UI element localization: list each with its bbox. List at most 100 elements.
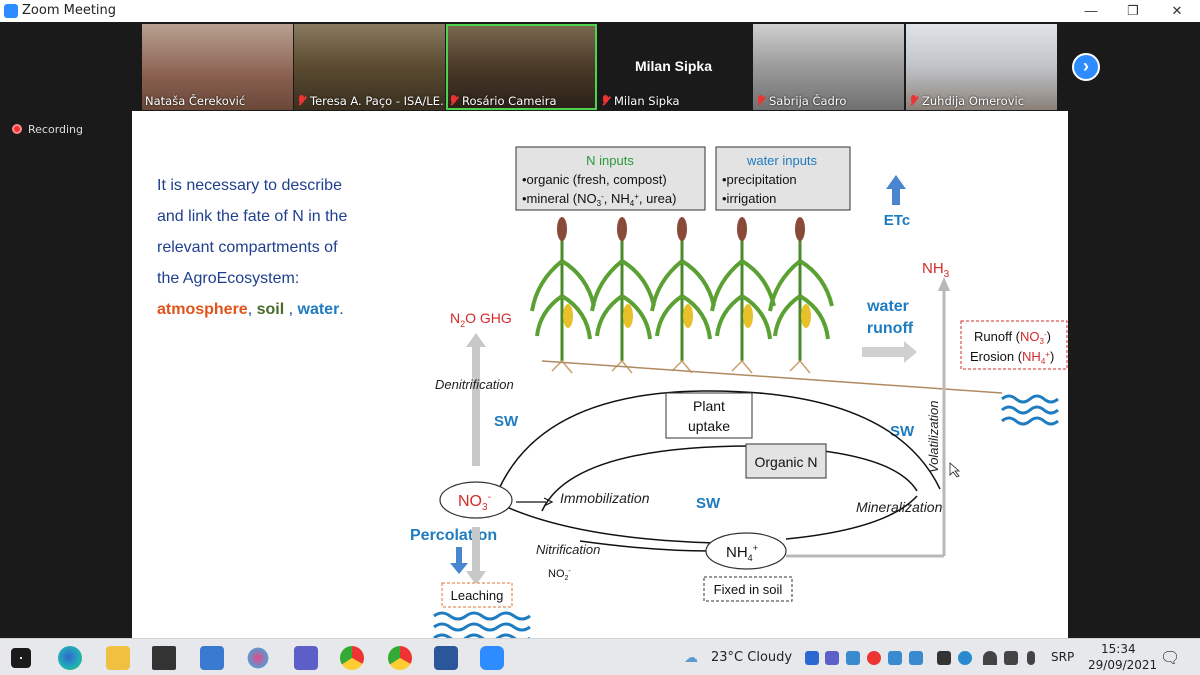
mic-muted-icon — [756, 95, 765, 106]
window-titlebar: Zoom Meeting — ❐ ✕ — [0, 0, 1200, 22]
participant-tile-active-speaker[interactable]: Rosário Cameira — [446, 24, 597, 110]
nitrogen-cycle-diagram: N inputs •organic (fresh, compost) •mine… — [410, 146, 1068, 638]
teams-tray-icon[interactable] — [825, 651, 839, 665]
runoff-arrow-icon — [862, 341, 917, 363]
participant-tile[interactable]: Sabrija Čadro — [753, 24, 904, 110]
water-waves-icon — [1001, 394, 1059, 426]
zoom-taskbar-icon[interactable] — [480, 646, 504, 670]
maize-plants-icon — [530, 217, 834, 374]
onedrive-icon[interactable] — [846, 651, 860, 665]
notifications-icon[interactable]: 🗨 — [1160, 648, 1181, 667]
svg-text:Organic N: Organic N — [754, 454, 817, 470]
snipping-tool-icon[interactable] — [246, 646, 270, 670]
svg-text:Mineralization: Mineralization — [856, 499, 943, 515]
svg-text:water: water — [866, 298, 909, 315]
participant-name: Teresa A. Paço - ISA/LE... — [297, 94, 445, 108]
svg-text:NO2-: NO2- — [548, 568, 571, 582]
clock-date[interactable]: 29/09/2021 — [1088, 658, 1158, 672]
next-participants-button[interactable]: › — [1072, 53, 1100, 81]
slide-intro-text: It is necessary to describe and link the… — [157, 177, 348, 318]
restore-icon[interactable]: ❐ — [1127, 3, 1139, 18]
meeting-stage: Nataša Čereković Teresa A. Paço - ISA/LE… — [0, 22, 1200, 638]
weather-text[interactable]: 23°C Cloudy — [711, 650, 793, 665]
close-icon[interactable]: ✕ — [1171, 3, 1183, 18]
plant-uptake-box — [665, 392, 753, 439]
file-explorer-icon[interactable] — [106, 646, 130, 670]
tray-app-icon[interactable] — [888, 651, 902, 665]
participant-name: Zuhdija Omerovic — [909, 94, 1024, 108]
participant-tile[interactable]: Teresa A. Paço - ISA/LE... — [294, 24, 445, 110]
percolation-arrow-icon — [450, 547, 468, 574]
volume-icon[interactable] — [1004, 651, 1018, 665]
n-inputs-title: N inputs — [586, 153, 634, 168]
leaching-box — [441, 582, 513, 608]
mic-muted-icon — [297, 95, 306, 106]
etc-arrow-icon — [886, 175, 906, 205]
participant-tile[interactable]: Zuhdija Omerovic — [906, 24, 1057, 110]
chrome-icon[interactable] — [340, 646, 364, 670]
shared-slide: It is necessary to describe and link the… — [132, 111, 1068, 638]
teams-icon[interactable] — [294, 646, 318, 670]
battery-icon[interactable] — [937, 651, 951, 665]
participant-name: Nataša Čereković — [145, 94, 246, 108]
denitrification-arrow-icon — [466, 333, 486, 466]
start-windows-icon[interactable] — [11, 648, 31, 668]
svg-text:NH3: NH3 — [922, 260, 950, 280]
participant-display-name: Milan Sipka — [634, 58, 713, 74]
nh4-node — [705, 532, 787, 570]
organic-n-box — [745, 443, 827, 479]
fixed-in-soil-box — [703, 576, 793, 602]
svg-text:Fixed in soil: Fixed in soil — [714, 582, 783, 597]
chrome-tray-icon[interactable] — [867, 651, 881, 665]
svg-text:SW: SW — [890, 423, 915, 440]
svg-text:•organic (fresh, compost): •organic (fresh, compost) — [522, 172, 667, 187]
svg-text:NO3-: NO3- — [458, 492, 491, 513]
mouse-cursor-icon — [949, 462, 961, 478]
recording-dot-icon — [12, 124, 22, 134]
svg-text:NH4+: NH4+ — [726, 543, 758, 563]
svg-text:Denitrification: Denitrification — [435, 377, 514, 392]
mic-muted-icon — [909, 95, 918, 106]
svg-text:ETc: ETc — [884, 212, 910, 229]
water-inputs-box — [715, 146, 851, 211]
minimize-icon[interactable]: — — [1084, 3, 1098, 18]
microphone-icon[interactable] — [1027, 651, 1035, 665]
participant-name: Sabrija Čadro — [756, 94, 846, 108]
svg-text:Volatilization: Volatilization — [926, 400, 941, 473]
svg-text:•precipitation: •precipitation — [722, 172, 797, 187]
mail-icon[interactable] — [200, 646, 224, 670]
svg-text:Erosion (NH4+): Erosion (NH4+) — [970, 349, 1054, 366]
svg-text:•irrigation: •irrigation — [722, 191, 776, 206]
svg-text:SW: SW — [494, 413, 519, 430]
svg-text:runoff: runoff — [867, 320, 914, 337]
clock-time[interactable]: 15:34 — [1101, 642, 1136, 656]
svg-text:Immobilization: Immobilization — [560, 490, 650, 506]
svg-text:water inputs: water inputs — [746, 153, 818, 168]
participant-tile[interactable]: Nataša Čereković — [142, 24, 293, 110]
wifi-icon[interactable] — [983, 651, 997, 665]
recording-indicator: Recording — [12, 123, 83, 136]
input-language[interactable]: SRP — [1051, 650, 1075, 664]
svg-text:Leaching: Leaching — [451, 588, 504, 603]
leaching-arrow-icon — [466, 527, 486, 585]
edge-browser-icon[interactable] — [58, 646, 82, 670]
bluetooth-icon[interactable] — [805, 651, 819, 665]
zoom-logo-icon — [4, 4, 18, 18]
edge-tray-icon[interactable] — [958, 651, 972, 665]
participant-name: Rosário Cameira — [449, 94, 557, 108]
window-title: Zoom Meeting — [22, 3, 117, 18]
svg-text:Plant: Plant — [693, 398, 725, 414]
svg-text:N2O GHG: N2O GHG — [450, 310, 512, 329]
mic-muted-icon — [449, 95, 458, 106]
store-icon[interactable] — [152, 646, 176, 670]
tray-app-icon[interactable] — [909, 651, 923, 665]
word-icon[interactable] — [434, 646, 458, 670]
participant-tile[interactable]: Milan Sipka Milan Sipka — [598, 24, 749, 110]
runoff-erosion-box — [960, 320, 1068, 370]
windows-taskbar: ☁ 23°C Cloudy SRP 15:34 29/09/2021 🗨 — [0, 638, 1200, 675]
mic-muted-icon — [601, 95, 610, 106]
svg-text:uptake: uptake — [688, 418, 730, 434]
svg-text:•mineral (NO3-, NH4+, urea): •mineral (NO3-, NH4+, urea) — [522, 191, 676, 208]
chrome-icon[interactable] — [388, 646, 412, 670]
svg-text:Runoff (NO3-): Runoff (NO3-) — [974, 329, 1051, 346]
